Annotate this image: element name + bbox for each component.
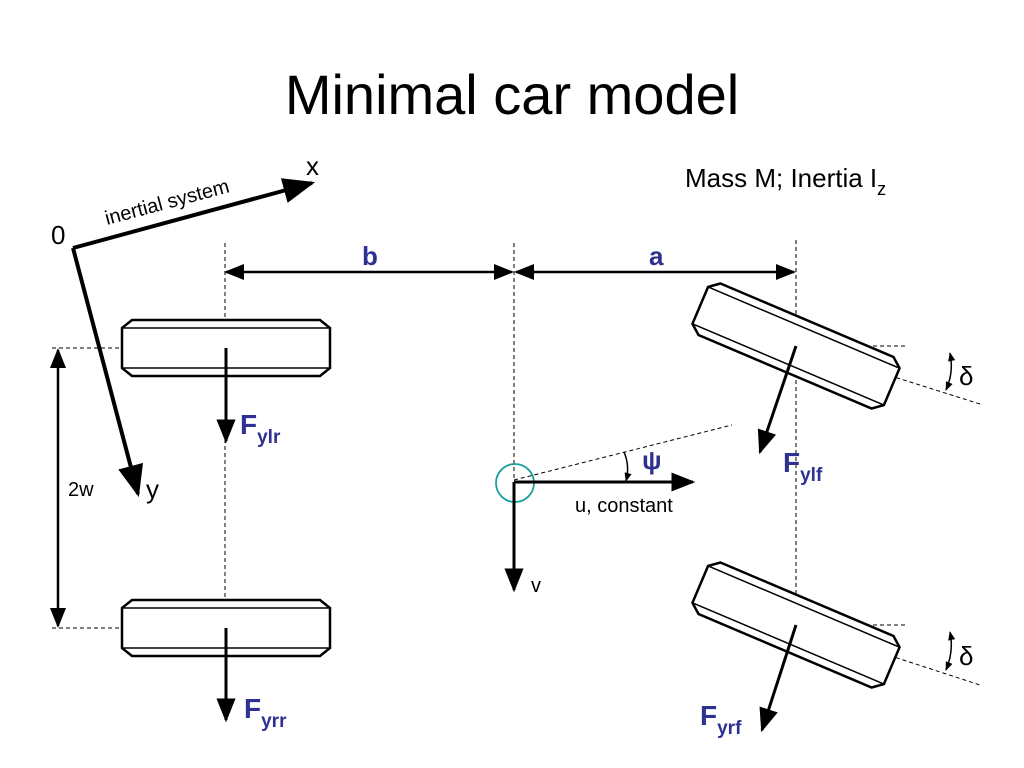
x-axis-label: x — [306, 151, 319, 181]
slide-title: Minimal car model — [284, 63, 740, 126]
force-yrf-arrow — [759, 624, 798, 733]
force-ylf-arrow — [757, 345, 798, 455]
yaw-angle-arc — [623, 451, 632, 482]
yaw-angle-label: ψ — [642, 445, 662, 475]
x-axis-arrow — [72, 178, 316, 250]
dimension-a-label: a — [649, 241, 664, 271]
origin-label: 0 — [51, 220, 65, 250]
delta-label-front-left: δ — [959, 361, 973, 391]
u-velocity-label: u, constant — [575, 495, 673, 517]
force-yrf-label: Fyrf — [700, 700, 742, 739]
force-ylf-label: Fylf — [783, 447, 823, 486]
steer-angle-marks: δ δ — [945, 352, 973, 671]
track-width-label: 2w — [68, 479, 94, 501]
delta-label-front-right: δ — [959, 641, 973, 671]
center-of-gravity: u, constant v ψ — [495, 445, 696, 597]
force-arrows — [216, 345, 798, 733]
v-velocity-label: v — [531, 575, 541, 597]
mass-inertia-label: Mass M; Inertia Iz — [685, 163, 886, 199]
steer-angle-arc-front-left — [945, 352, 956, 391]
y-axis-label: y — [146, 474, 159, 504]
force-yrr-label: Fyrr — [244, 693, 287, 732]
steer-angle-arc-front-right — [945, 631, 956, 671]
y-axis-arrow — [71, 247, 144, 498]
force-ylr-label: Fylr — [240, 409, 281, 448]
dimension-arrows: b a 2w — [50, 241, 796, 628]
dimension-b-label: b — [362, 241, 378, 271]
